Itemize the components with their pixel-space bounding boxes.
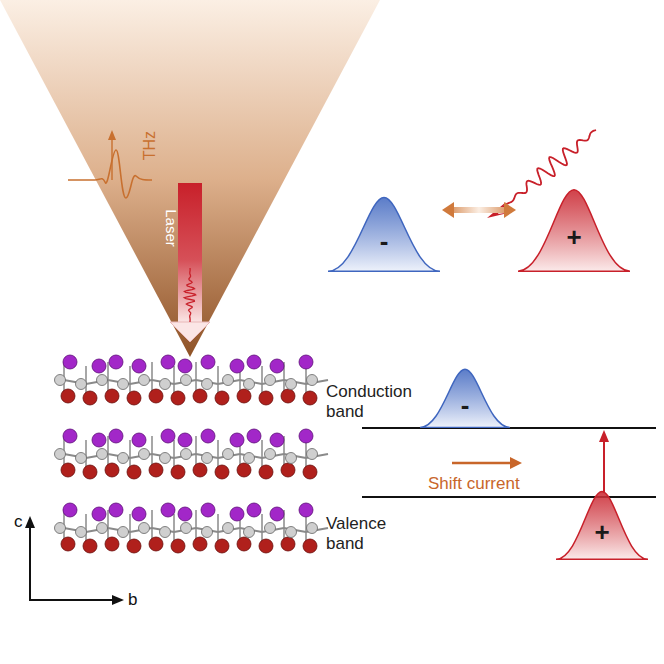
charge-sign: - xyxy=(328,228,440,254)
text-label: c xyxy=(14,512,23,532)
crystal-structure xyxy=(55,355,329,553)
double-arrow xyxy=(442,202,516,218)
charge-sign: + xyxy=(518,224,630,250)
wave-packet: - xyxy=(328,196,440,272)
text-label: THz xyxy=(140,131,159,160)
charge-sign: - xyxy=(420,392,510,418)
laser-beam xyxy=(178,183,202,323)
text-label: b xyxy=(128,590,137,610)
laser-head xyxy=(170,322,210,342)
thz-axis-arrow xyxy=(111,136,112,180)
shift-current-arrow xyxy=(452,462,512,465)
axis-c-head xyxy=(25,516,35,528)
thz-cone xyxy=(0,0,380,357)
text-label: Valence band xyxy=(326,514,396,555)
axis-b-head xyxy=(112,595,124,605)
wave-packet: - xyxy=(420,368,510,428)
text-label: Laser xyxy=(162,209,180,247)
shift-current-head xyxy=(510,457,522,469)
text-label: Conduction band xyxy=(326,382,396,423)
axis-b xyxy=(29,599,115,601)
laser-pulse xyxy=(184,268,195,322)
thz-axis-head xyxy=(108,130,116,140)
charge-sign: + xyxy=(556,519,648,545)
axis-c xyxy=(29,525,31,600)
wave-packet: + xyxy=(518,188,630,272)
thz-waveform xyxy=(68,150,152,198)
excitation-head xyxy=(599,430,609,442)
excitation-arrow xyxy=(603,440,605,493)
valence-band-line xyxy=(362,496,656,498)
wave-packet: + xyxy=(556,490,648,560)
text-label: Shift current xyxy=(428,474,520,494)
